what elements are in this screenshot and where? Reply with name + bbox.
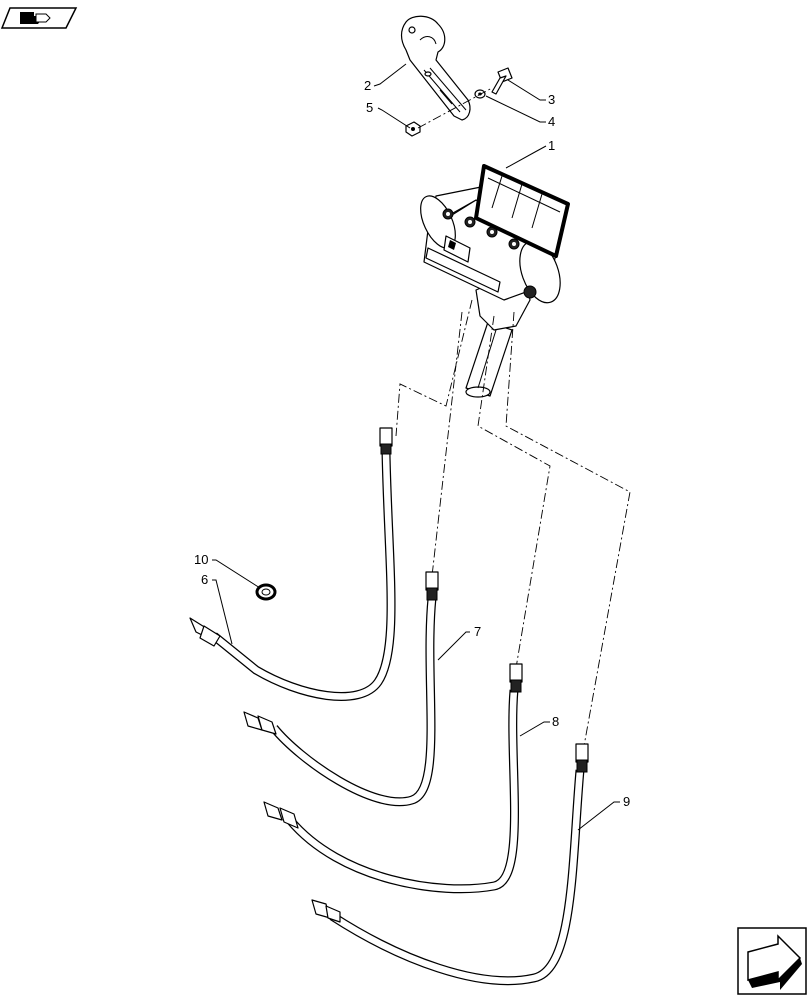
callout-4: 4 [548, 114, 555, 129]
callout-2: 2 [364, 78, 371, 93]
hose-9 [311, 743, 589, 986]
valve-control-part [420, 164, 570, 398]
callout-7: 7 [474, 624, 481, 639]
callout-8: 8 [552, 714, 559, 729]
hose-8 [263, 663, 523, 894]
callout-1: 1 [548, 138, 555, 153]
clamp-part [255, 583, 277, 601]
bolt-part [491, 67, 513, 95]
callout-6: 6 [201, 572, 208, 587]
hose-7 [243, 571, 439, 807]
hose-6 [189, 427, 396, 701]
next-page-arrow-icon[interactable] [737, 927, 807, 995]
bracket-part [400, 15, 471, 121]
callout-5: 5 [366, 100, 373, 115]
book-pointer-icon[interactable] [0, 7, 78, 29]
callout-10: 10 [194, 552, 208, 567]
callout-9: 9 [623, 794, 630, 809]
leader-lines [212, 63, 620, 831]
nut-part [405, 121, 421, 137]
callout-3: 3 [548, 92, 555, 107]
